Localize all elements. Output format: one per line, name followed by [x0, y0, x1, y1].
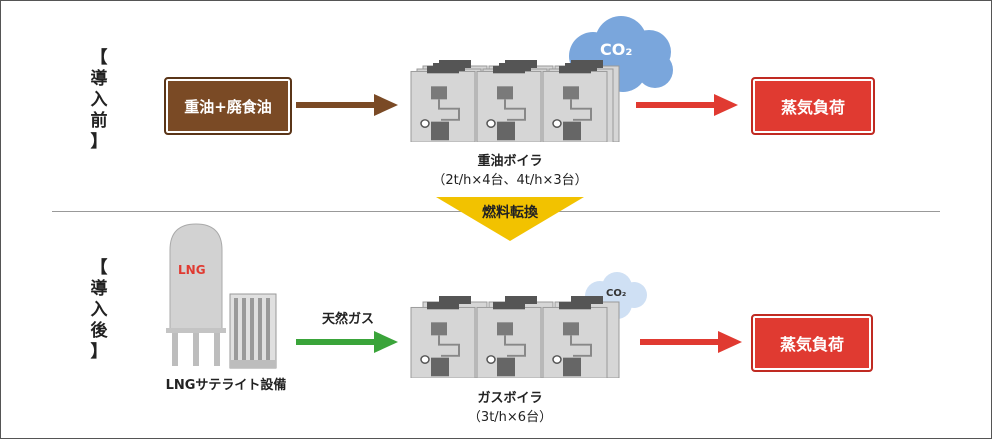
- lng-facility-label: LNGサテライト設備: [165, 378, 287, 393]
- lng-tank-label: LNG: [178, 263, 206, 277]
- lng-tank-icon: [166, 223, 277, 369]
- steam-load-label-after: 蒸気負荷: [779, 335, 844, 354]
- steam-arrow-after: [640, 331, 742, 353]
- gas-arrow: [296, 331, 398, 353]
- steam-load-box-after: 蒸気負荷: [751, 314, 873, 372]
- oil-boiler-caption: 重油ボイラ （2t/h×4台、4t/h×3台）: [400, 150, 620, 188]
- fuel-oil-box: 重油+廃食油: [164, 77, 292, 135]
- gas-boiler-group: [410, 295, 620, 378]
- steam-load-box-before: 蒸気負荷: [751, 77, 875, 135]
- gas-boiler-spec: （3t/h×6台）: [467, 410, 553, 425]
- after-label: 【 導 入 後 】: [90, 258, 108, 362]
- natural-gas-label: 天然ガス: [321, 312, 374, 327]
- gas-boiler-title: ガスボイラ: [477, 391, 543, 406]
- oil-boiler-group: [410, 59, 620, 142]
- before-label: 【 導 入 前 】: [90, 48, 108, 152]
- fuel-conversion-arrow: [436, 197, 584, 241]
- steam-load-label-before: 蒸気負荷: [780, 98, 845, 117]
- co2-label-large: CO₂: [600, 40, 633, 59]
- steam-arrow-before: [636, 94, 738, 116]
- gas-boiler-caption: ガスボイラ （3t/h×6台）: [400, 387, 620, 425]
- oil-boiler-spec: （2t/h×4台、4t/h×3台）: [432, 173, 588, 188]
- co2-label-small: CO₂: [606, 288, 627, 299]
- fuel-oil-label: 重油+廃食油: [184, 97, 272, 116]
- oil-arrow: [296, 94, 398, 116]
- fuel-conversion-label: 燃料転換: [482, 205, 538, 221]
- oil-boiler-title: 重油ボイラ: [477, 154, 543, 169]
